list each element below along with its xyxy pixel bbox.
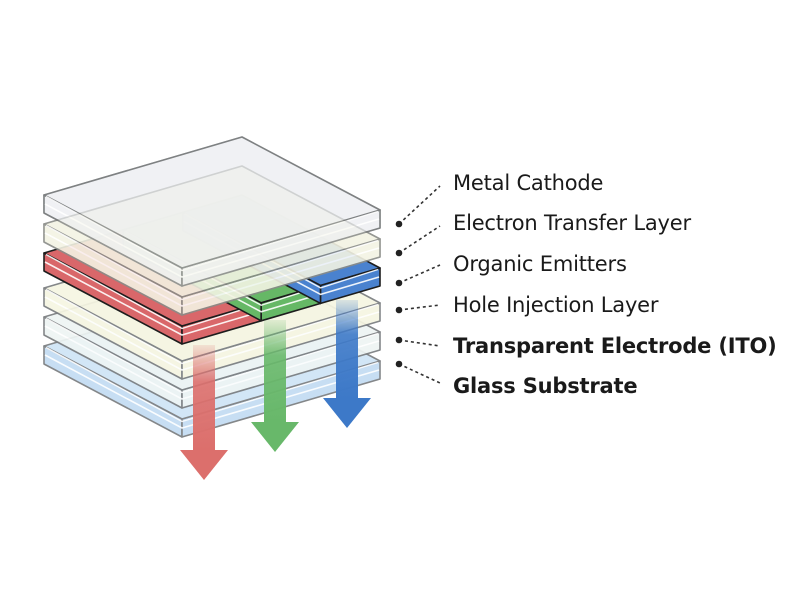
emission-arrows-front	[180, 300, 371, 480]
layer-metal-cathode-overlay	[43, 136, 381, 287]
leader-dot	[395, 306, 403, 314]
leader-glass-substrate	[395, 360, 441, 384]
label-hole-injection-layer: Hole Injection Layer	[453, 293, 659, 317]
label-metal-cathode: Metal Cathode	[453, 171, 604, 195]
leader-lines	[395, 185, 441, 384]
arrow-blue-light	[323, 300, 371, 428]
leader-dot	[395, 279, 403, 287]
leader-electron-transfer-layer	[395, 225, 441, 257]
leader-transparent-electrode	[395, 336, 441, 347]
leader-dot	[395, 220, 403, 228]
leader-metal-cathode	[395, 185, 441, 228]
label-electron-transfer-layer: Electron Transfer Layer	[453, 211, 691, 235]
arrow-green-light	[251, 320, 299, 452]
arrow-red-light	[180, 345, 228, 480]
label-organic-emitters: Organic Emitters	[453, 252, 627, 276]
leader-dot	[395, 249, 403, 257]
label-glass-substrate: Glass Substrate	[453, 374, 638, 398]
leader-dot	[395, 360, 403, 368]
layer-stack	[43, 136, 381, 480]
leader-organic-emitters	[395, 264, 441, 287]
leader-dot	[395, 336, 403, 344]
label-transparent-electrode: Transparent Electrode (ITO)	[453, 334, 777, 358]
leader-hole-injection-layer	[395, 304, 441, 314]
